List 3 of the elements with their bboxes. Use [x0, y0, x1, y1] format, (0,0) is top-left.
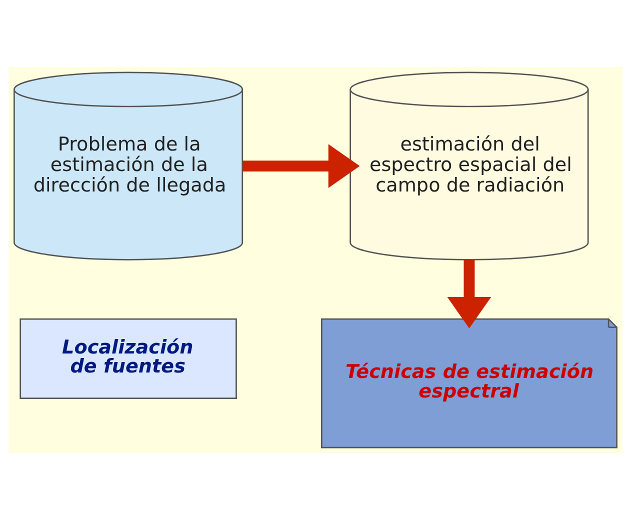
node-box: Localización de fuentes — [20, 318, 237, 399]
arrow — [242, 144, 360, 188]
arrow — [447, 259, 492, 328]
